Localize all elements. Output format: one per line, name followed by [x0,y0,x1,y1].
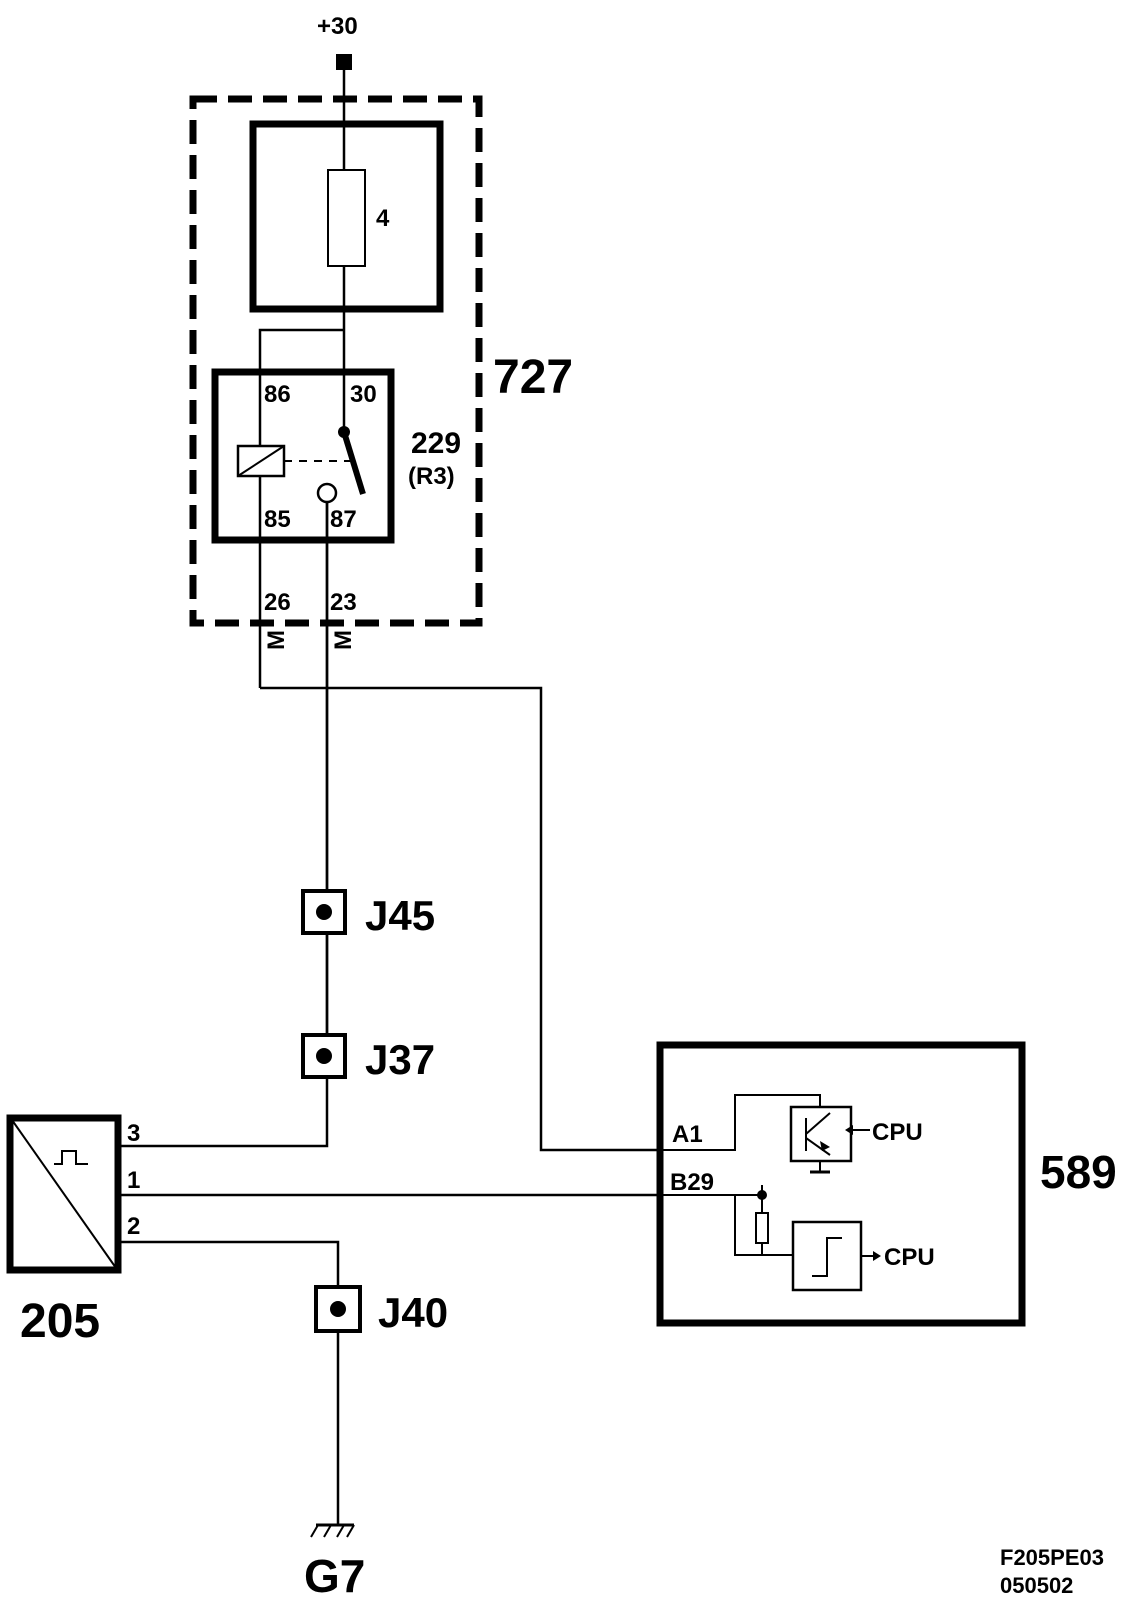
relay-pin-86: 86 [264,381,291,408]
module-727-enclosure [189,95,483,627]
junction-j37-dot [316,1048,332,1064]
cpu-top-label: CPU [872,1119,923,1146]
fuse-symbol [327,169,366,267]
relay-switch-arm [341,431,366,495]
junction-j45-dot [316,904,332,920]
module-727-label: 727 [493,351,573,404]
b29-internal-wire [660,1194,793,1256]
connector-pin-23: 23 [330,589,357,616]
relay-sublabel: (R3) [408,463,455,490]
junction-j40-dot [330,1301,346,1317]
a1-internal-wire [660,1094,821,1151]
supply-label: +30 [317,13,358,40]
cpu-bottom-arrow-icon [873,1251,881,1261]
relay-label: 229 [411,427,461,460]
relay-box [211,368,395,544]
ecu-pin-a1: A1 [672,1121,703,1148]
footer-code: F205PE03 [1000,1545,1104,1570]
pin86-feed-wire [258,328,344,378]
relay-coil-diagonal [237,445,285,477]
pin2-to-j40-wire [120,1240,340,1287]
sensor-diagonal [11,1119,117,1269]
pin85-to-a1-wire [260,686,660,1152]
ground-label: G7 [304,1550,365,1602]
j37-to-sensor-pin3 [120,1077,329,1148]
fuse-label: 4 [376,205,390,232]
footer-date: 050502 [1000,1573,1073,1598]
sensor-pin-1: 1 [127,1167,140,1194]
ground-icon [310,1523,355,1538]
connector-marker-left: M [263,630,290,650]
transistor-arrow-icon [820,1141,830,1151]
sensor-pin-3: 3 [127,1120,140,1147]
sensor-pin-2: 2 [127,1213,140,1240]
transistor-collector [805,1112,831,1135]
connector-pin-26: 26 [264,589,291,616]
junction-j45-label: J45 [365,892,435,939]
connector-marker-right: M [330,630,357,650]
relay-contact-87 [316,482,338,504]
cpu-top-arrow-icon [845,1125,853,1135]
sensor-label: 205 [20,1295,100,1348]
pullup-resistor [755,1212,769,1244]
relay-pin-87: 87 [330,506,357,533]
cpu-bottom-label: CPU [884,1244,935,1271]
transistor-emitter [805,1137,831,1156]
output-transistor-box [789,1105,853,1163]
relay-pin-30: 30 [350,381,377,408]
junction-j40-label: J40 [378,1289,448,1336]
relay-pin-85: 85 [264,506,291,533]
pulse-icon [54,1150,88,1165]
schmitt-trigger-icon [812,1237,842,1277]
ecu-pin-b29: B29 [670,1169,714,1196]
junction-j37-label: J37 [365,1036,435,1083]
ecu-label: 589 [1040,1146,1117,1198]
fuse-box [249,120,444,313]
